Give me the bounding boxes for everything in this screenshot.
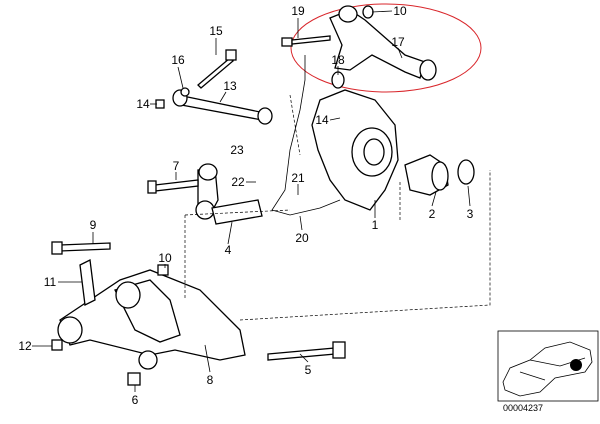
abs-sensor-wire: [271, 55, 341, 216]
rubber-sleeve[interactable]: [211, 199, 263, 225]
upper-control-arm[interactable]: [329, 5, 437, 81]
coupling-link[interactable]: [147, 163, 219, 220]
callout-15[interactable]: 15: [209, 24, 223, 38]
callout-3[interactable]: 3: [467, 207, 474, 221]
callout-8[interactable]: 8: [207, 373, 214, 387]
trailing-link[interactable]: [155, 49, 273, 125]
callout-13[interactable]: 13: [223, 79, 237, 93]
lower-control-arm[interactable]: [51, 241, 246, 386]
vehicle-locator: [497, 330, 599, 402]
callout-2[interactable]: 2: [429, 207, 436, 221]
diagram-code: 00004237: [503, 403, 543, 413]
callout-7[interactable]: 7: [173, 159, 180, 173]
callout-1[interactable]: 1: [372, 218, 379, 232]
callout-12[interactable]: 12: [18, 339, 32, 353]
callout-22[interactable]: 22: [231, 175, 245, 189]
callout-14-left[interactable]: 14: [136, 97, 150, 111]
callout-9[interactable]: 9: [90, 218, 97, 232]
callout-5[interactable]: 5: [305, 363, 312, 377]
bolt-19[interactable]: [281, 35, 331, 47]
sealing-ring[interactable]: [457, 159, 475, 185]
callout-10-lower[interactable]: 10: [158, 251, 172, 265]
callout-4[interactable]: 4: [225, 243, 232, 257]
location-marker-icon: [570, 359, 582, 371]
callout-16[interactable]: 16: [171, 53, 185, 67]
callout-17[interactable]: 17: [391, 35, 405, 49]
leader-lines: [32, 10, 491, 392]
wheel-carrier[interactable]: [311, 71, 399, 211]
highlight-ellipse: [290, 3, 482, 93]
callout-14-middle[interactable]: 14: [315, 113, 329, 127]
callout-19[interactable]: 19: [291, 4, 305, 18]
callout-23[interactable]: 23: [230, 143, 244, 157]
callout-11[interactable]: 11: [44, 275, 57, 289]
callout-6[interactable]: 6: [132, 393, 139, 407]
bolt-5[interactable]: [267, 341, 346, 361]
callout-10-upper[interactable]: 10: [393, 4, 407, 18]
callout-20[interactable]: 20: [295, 231, 309, 245]
callout-18[interactable]: 18: [331, 53, 345, 67]
drive-shaft-joint[interactable]: [404, 154, 449, 196]
callout-21[interactable]: 21: [291, 171, 305, 185]
